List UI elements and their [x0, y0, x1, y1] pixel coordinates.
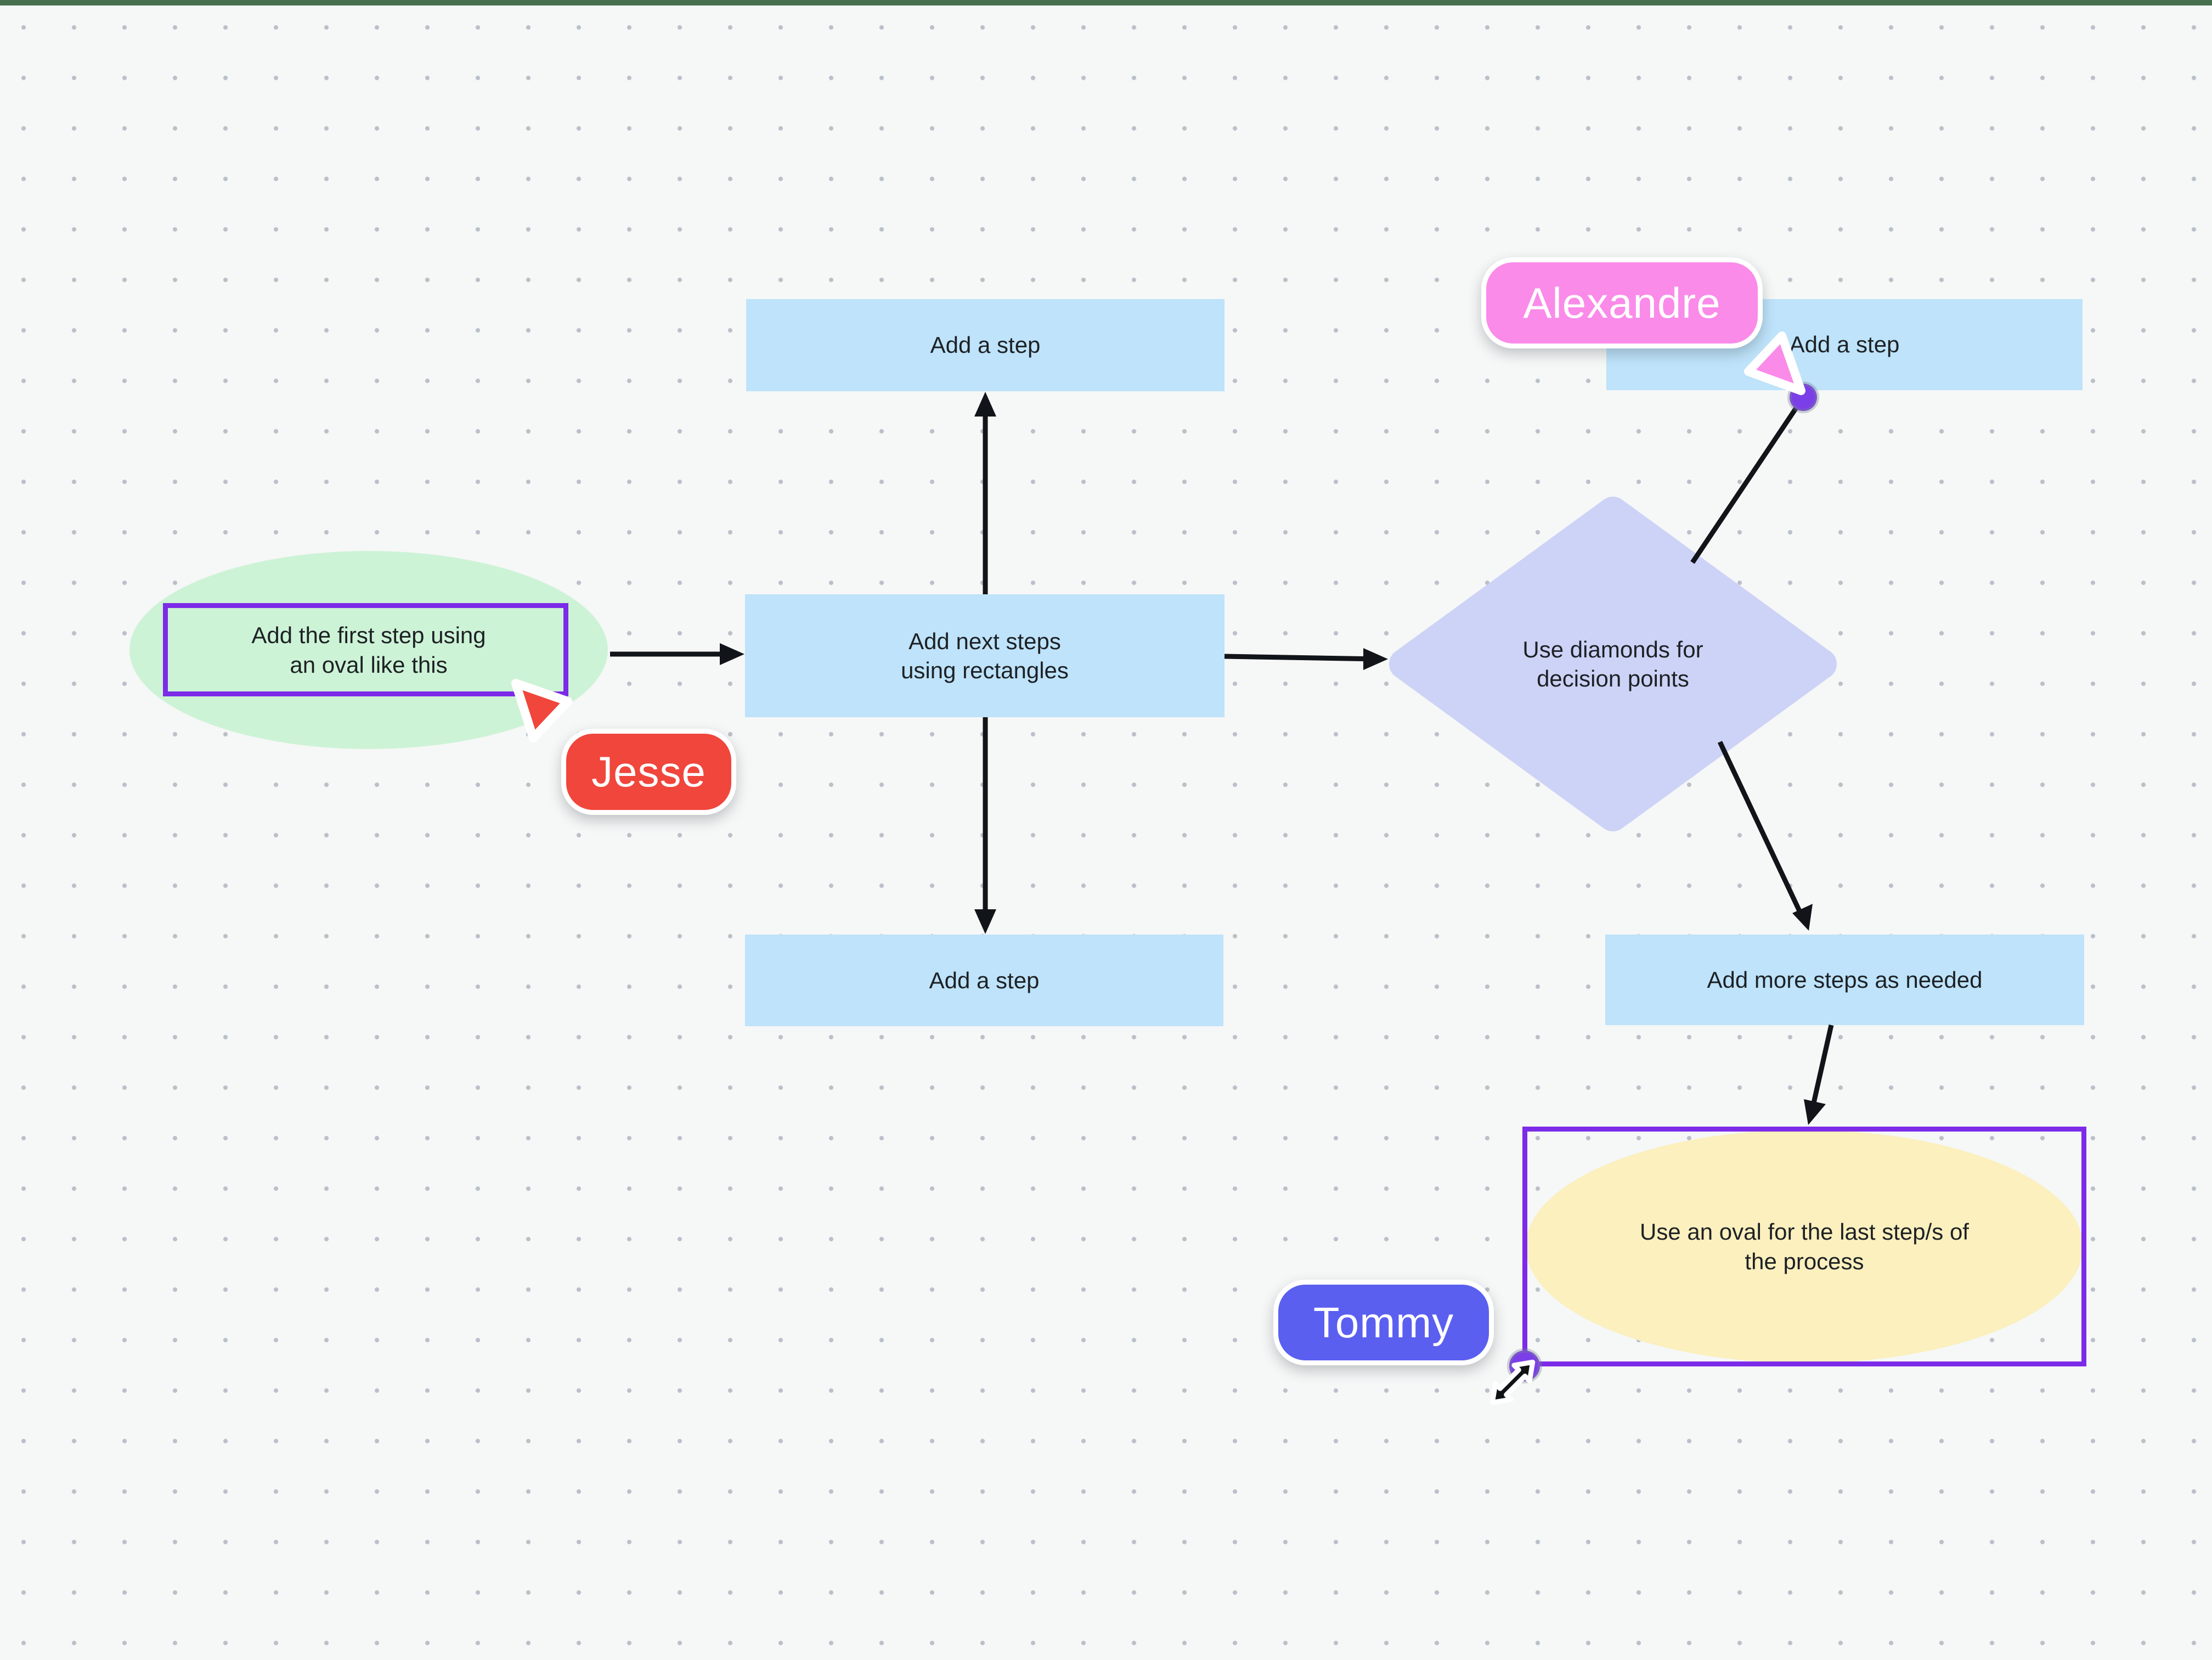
window-top-edge: [0, 0, 2212, 5]
connector-center-to-diamond[interactable]: [1224, 648, 1388, 670]
collaborator-label-alexandre: Alexandre: [1481, 257, 1763, 348]
connector-diamond-to-more[interactable]: [1717, 741, 1813, 931]
connector-diamond-to-topright[interactable]: [1690, 396, 1805, 564]
connector-center-to-bottom[interactable]: [974, 717, 996, 934]
diagonal-resize-icon: [1489, 1359, 1536, 1405]
flowchart-rect-more-steps[interactable]: Add more steps as needed: [1605, 935, 2084, 1025]
flowchart-rect-top[interactable]: Add a step: [746, 299, 1224, 391]
flowchart-diamond-label: Use diamonds for decision points: [1522, 636, 1703, 691]
selection-box-start-oval: [163, 603, 568, 696]
connector-oval-to-center[interactable]: [610, 643, 744, 665]
flowchart-rect-bottom[interactable]: Add a step: [745, 935, 1223, 1026]
connector-more-to-end[interactable]: [1804, 1025, 1834, 1125]
collaborator-name: Alexandre: [1523, 278, 1721, 327]
collaborator-name: Jesse: [591, 747, 706, 796]
alexandre-cursor-pointer-icon: [1744, 331, 1805, 395]
flowchart-oval-start[interactable]: Add the first step using an oval like th…: [129, 551, 608, 749]
jesse-cursor-pointer-icon: [511, 679, 572, 742]
collaborator-label-jesse: Jesse: [561, 729, 736, 815]
flowchart-diamond[interactable]: [1389, 497, 1837, 831]
flowchart-oval-end[interactable]: Use an oval for the last step/s of the p…: [1526, 1130, 2083, 1363]
collaborator-name: Tommy: [1313, 1298, 1454, 1347]
connector-center-to-top[interactable]: [974, 392, 996, 594]
flowchart-rect-center[interactable]: Add next steps using rectangles: [745, 594, 1224, 717]
selection-box-end-oval: [1522, 1127, 2086, 1366]
collaborator-label-tommy: Tommy: [1273, 1280, 1494, 1365]
